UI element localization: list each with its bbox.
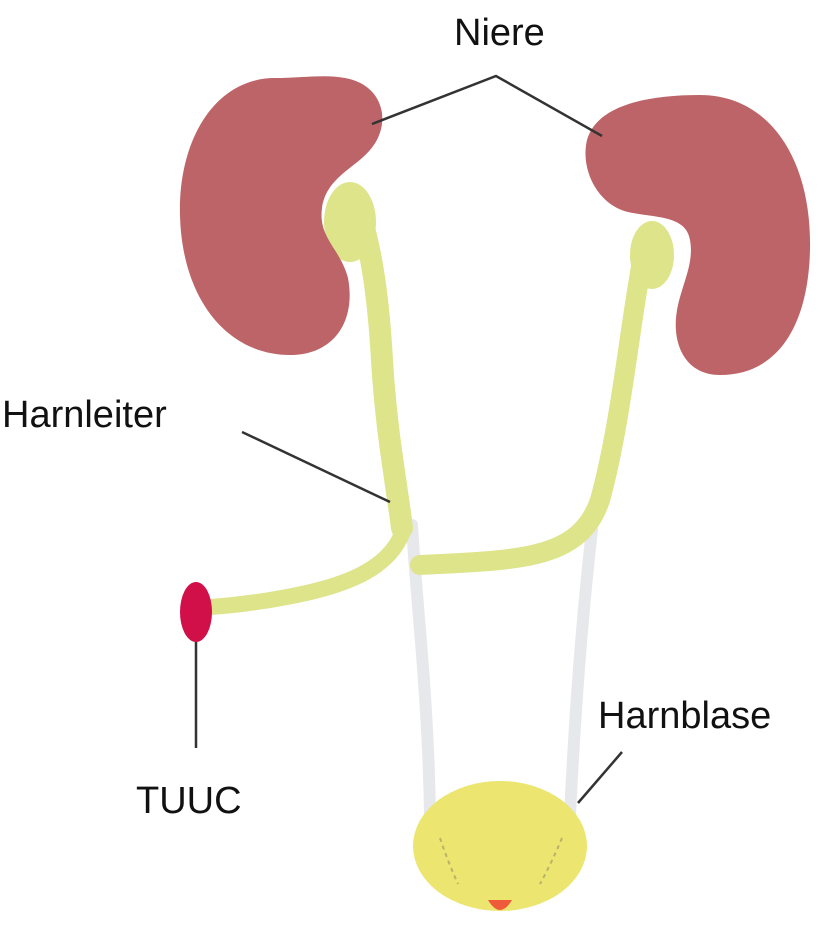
leader-harnleiter [242,432,390,502]
bladder-body [413,781,587,911]
label-niere: Niere [454,14,545,52]
kidney-right [585,95,810,375]
native-ureter-right [570,530,592,815]
label-tuuc: TUUC [136,782,242,820]
leader-harnblase [578,752,622,803]
bladder [413,781,587,911]
renal-pelvis-right [630,221,674,289]
tuuc-stoma [180,582,212,642]
ureter-right [420,245,645,565]
kidneys [180,76,810,375]
leader-niere [372,76,602,136]
label-harnleiter: Harnleiter [2,396,167,434]
label-harnblase: Harnblase [598,697,771,735]
ureter-common [210,528,404,607]
